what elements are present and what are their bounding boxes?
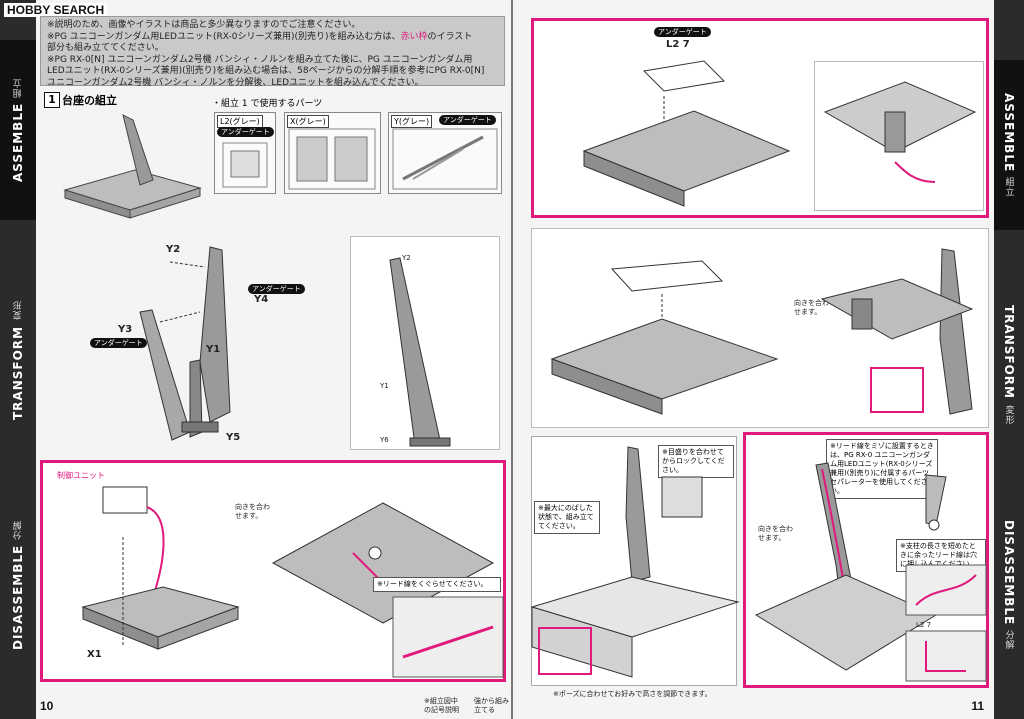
caption-align: 向きを合わせます。 — [235, 503, 270, 520]
note-line: ユニコーンガンダム2号機 バンシィ・ノルンを分解後、LEDユニットを組み込んでく… — [47, 77, 424, 88]
lid-install-panel: アンダーゲート L2 7 — [531, 18, 989, 218]
groove-callout: ※リード線をミゾに設置するときは、PG RX-0 ユニコーンガンダム用LEDユニ… — [826, 439, 938, 499]
gate-label: アンダーゲート — [248, 284, 305, 294]
note-text: ※PG ユニコーンガンダム用LEDユニット(RX-0シリーズ兼用)(別売り)を組… — [47, 31, 401, 42]
step-number: 1 — [44, 92, 60, 108]
height-adjust-note: ※ポーズに合わせてお好みで高さを調節できます。 — [553, 690, 712, 698]
support-assembly-panel: Y2 Y3 アンダーゲート アンダーゲート Y4 Y1 Y5 Y2 Y1 Y6 — [40, 232, 506, 454]
base-overview-illustration — [63, 114, 202, 219]
parts-runner-y: Y(グレー) アンダーゲート — [388, 112, 502, 194]
note-line: ※説明のため、画像やイラストは商品と多少異なりますのでご注意ください。 — [47, 20, 361, 30]
note-line: ※PG ユニコーンガンダム用LEDユニット(RX-0シリーズ兼用)(別売り)を組… — [47, 32, 498, 44]
part-label-y3: Y3 — [118, 324, 133, 335]
hobby-search-logo[interactable]: HOBBY SEARCH — [4, 3, 108, 17]
battery-highlight-box — [538, 627, 592, 675]
part-label-y1: Y1 — [206, 344, 221, 355]
part-label-y1: Y1 — [380, 382, 389, 390]
legend-symbol-note: ※組立図中の記号説明 — [424, 697, 459, 714]
part-label-x1: X1 — [87, 649, 102, 660]
spine-tab-assemble[interactable]: ASSEMBLE 組立 — [0, 40, 36, 220]
parts-heading: ・組立 1 で使用するパーツ — [212, 99, 323, 109]
spine-tab-sub: 分解 — [1003, 630, 1014, 651]
runner-label: X(グレー) — [287, 115, 329, 128]
support-placement-illustration — [820, 248, 974, 415]
lead-wire-detail — [392, 596, 504, 678]
lead-wire-route-panel: ※リード線をミゾに設置するときは、PG RX-0 ユニコーンガンダム用LEDユニ… — [743, 432, 989, 688]
spine-tab-assemble[interactable]: ASSEMBLE 組立 — [994, 60, 1024, 230]
support-insert-panel: ※目盛りを合わせてからロックしてください。 ※最大にのばした状態で、組み立ててく… — [530, 436, 740, 686]
gate-label: アンダーゲート — [217, 127, 274, 137]
spine-tab-label: ASSEMBLE — [11, 103, 25, 183]
runner-sprue — [288, 128, 376, 190]
legend-assemble-note: 強から組み立てる — [474, 697, 509, 714]
spine-tab-sub: 組立 — [1003, 177, 1014, 198]
spine-tab-disassemble[interactable]: DISASSEMBLE 分解 — [994, 480, 1024, 690]
note-line: ※PG RX-0[N] ユニコーンガンダム2号機 バンシィ・ノルンを組み立てた後… — [47, 54, 473, 65]
note-line: LEDユニット(RX-0シリーズ兼用)(別売り)を組み込む場合は、58ページから… — [47, 66, 485, 76]
led-install-panel: 制御ユニット X1 向きを合わせます。 ※リード線をくぐらせてください。 — [40, 460, 506, 682]
part-label-y6: Y6 — [380, 436, 389, 444]
spine-tab-disassemble[interactable]: DISASSEMBLE 分解 — [0, 480, 36, 690]
part-label-l27: L2 7 — [916, 621, 932, 629]
part-label-l27: L2 7 — [666, 39, 690, 50]
part-label-y5: Y5 — [226, 432, 241, 443]
spine-tab-label: DISASSEMBLE — [1002, 519, 1016, 626]
separator-tool-illustration — [925, 474, 947, 531]
gate-label: アンダーゲート — [90, 338, 147, 348]
note-line: 部分も組み立ててください。 — [47, 43, 164, 53]
spine-tab-transform[interactable]: TRANSFORM 変形 — [0, 260, 36, 460]
caption-align: 向きを合わせます。 — [794, 299, 829, 316]
assembled-support-illustration — [389, 257, 451, 447]
parts-runner-l2: L2(グレー) アンダーゲート — [214, 112, 276, 194]
runner-label: Y(グレー) — [391, 115, 433, 128]
page-number-left: 10 — [40, 699, 54, 713]
runner-sprue — [392, 128, 498, 190]
spine-tab-transform[interactable]: TRANSFORM 変形 — [994, 270, 1024, 460]
base-detail-illustration — [271, 502, 495, 624]
lead-wire-routing-illustration — [754, 462, 938, 671]
right-page: ASSEMBLE 組立 TRANSFORM 変形 DISASSEMBLE 分解 … — [513, 0, 1024, 719]
spine-tab-sub: 変形 — [1003, 404, 1014, 425]
part-label-y2: Y2 — [402, 254, 411, 262]
runner-sprue — [222, 142, 268, 188]
support-exploded-illustration — [139, 246, 231, 441]
lid-detail-panel — [814, 61, 984, 211]
spine-tab-label: DISASSEMBLE — [11, 544, 25, 651]
spine-tab-sub: 変形 — [13, 300, 24, 321]
caption-align: 向きを合わせます。 — [758, 525, 793, 542]
lid-detail-illustration — [823, 81, 977, 183]
note-red-text: 赤い枠 — [400, 31, 428, 42]
excess-wire-detail — [905, 564, 987, 616]
gate-label: アンダーゲート — [654, 27, 711, 37]
control-unit-label: 制御ユニット — [57, 471, 105, 480]
spine-tab-label: ASSEMBLE — [1002, 92, 1016, 172]
notes-box: ※説明のため、画像やイラストは商品と多少異なりますのでご注意ください。 ※PG … — [40, 16, 505, 88]
note-text: のイラスト — [427, 31, 473, 42]
left-spine: ASSEMBLE 組立 TRANSFORM 変形 DISASSEMBLE 分解 — [0, 0, 36, 719]
lead-wire-callout: ※リード線をくぐらせてください。 — [373, 577, 501, 592]
right-spine: ASSEMBLE 組立 TRANSFORM 変形 DISASSEMBLE 分解 — [994, 0, 1024, 719]
page-number-right: 11 — [971, 699, 984, 713]
part-label-y4: Y4 — [254, 294, 269, 305]
part-label-y2: Y2 — [166, 244, 181, 255]
support-insert-illustration — [530, 446, 740, 678]
base-with-control-unit-illustration — [81, 486, 240, 650]
spine-tab-label: TRANSFORM — [1002, 305, 1016, 400]
scale-lock-callout: ※目盛りを合わせてからロックしてください。 — [658, 445, 734, 478]
step-title: 台座の組立 — [62, 94, 117, 107]
spine-tab-sub: 分解 — [13, 519, 24, 540]
spine-tab-sub: 組立 — [13, 77, 24, 98]
extend-callout: ※最大にのばした状態で、組み立ててください。 — [534, 501, 600, 534]
base-lid-illustration — [582, 60, 791, 207]
base-lid-placement-illustration — [550, 260, 779, 415]
left-page: ASSEMBLE 組立 TRANSFORM 変形 DISASSEMBLE 分解 … — [0, 0, 511, 719]
lid-complete-panel: 向きを合わせます。 — [531, 228, 989, 428]
gate-label: アンダーゲート — [439, 115, 496, 125]
spine-tab-label: TRANSFORM — [11, 325, 25, 420]
parts-runner-x: X(グレー) — [284, 112, 381, 194]
wire-highlight-box — [870, 367, 924, 413]
lid-wire-detail — [905, 630, 987, 682]
